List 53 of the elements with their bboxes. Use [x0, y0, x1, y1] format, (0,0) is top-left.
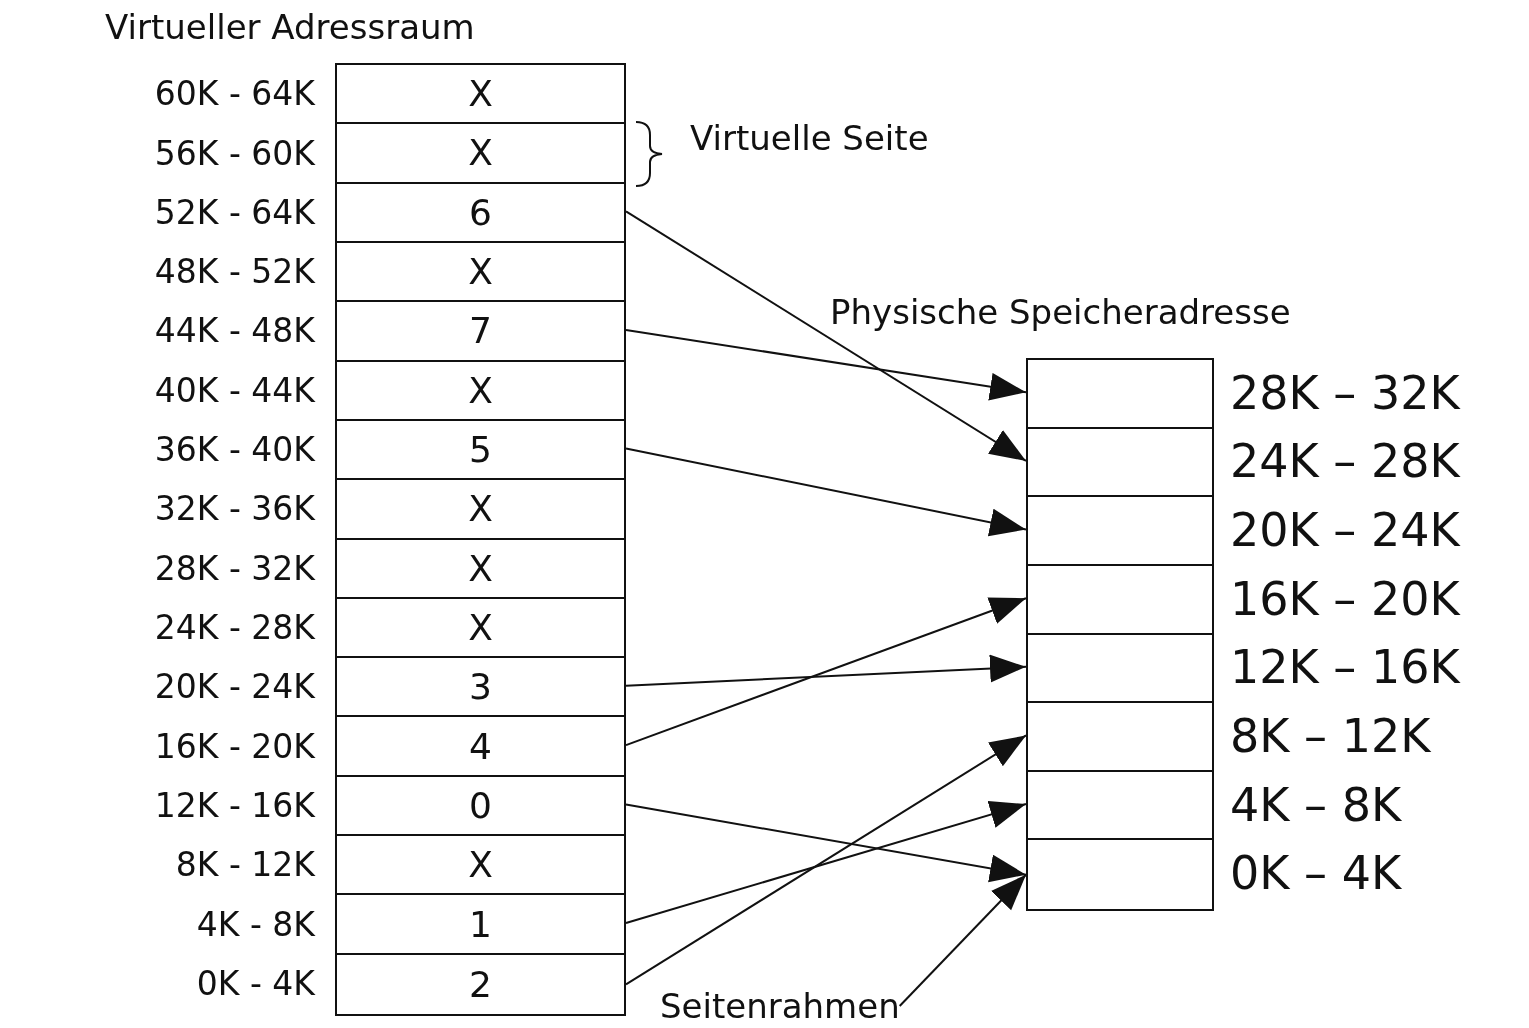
page-number: 3	[469, 666, 492, 708]
address-range: 56K - 60K	[153, 133, 315, 173]
address-range: 24K - 28K	[153, 608, 315, 647]
annotation-label: Virtuelle Seite	[690, 118, 929, 158]
arrow	[625, 210, 1027, 462]
page-number: X	[468, 251, 493, 293]
address-range: 32K - 36K	[153, 489, 315, 529]
address-range: 16K – 20K	[1230, 571, 1462, 626]
address-range: 36K - 40K	[153, 430, 315, 470]
page-number: 0	[469, 784, 492, 826]
page-number: 1	[469, 903, 492, 945]
page-number: 7	[469, 310, 492, 352]
address-range: 0K – 4K	[1230, 846, 1403, 901]
address-range: 40K - 44K	[153, 370, 315, 410]
address-range: 60K - 64K	[153, 74, 315, 114]
address-range: 4K – 8K	[1230, 777, 1403, 832]
address-range: 28K - 32K	[153, 548, 315, 588]
address-range: 8K - 12K	[174, 845, 315, 885]
callout-label: Seitenrahmen	[660, 986, 900, 1026]
address-range: 16K - 20K	[153, 726, 315, 766]
table-heading: Physische Speicheradresse	[830, 292, 1291, 332]
arrow	[898, 873, 1027, 1007]
arrow	[625, 800, 1027, 925]
address-range: 12K - 16K	[153, 785, 315, 825]
address-range: 4K - 8K	[195, 904, 315, 944]
page-number: X	[468, 369, 493, 411]
address-range: 20K - 24K	[153, 667, 315, 707]
address-range: 0K - 4K	[195, 963, 315, 1003]
arrow	[625, 734, 1027, 986]
address-range: 52K - 64K	[153, 192, 315, 232]
page-number: 6	[469, 191, 492, 233]
address-range: 20K – 24K	[1230, 503, 1462, 558]
page-number: 2	[469, 963, 492, 1005]
page-number: 4	[469, 725, 492, 767]
page-number: X	[468, 132, 493, 174]
page-number: X	[468, 547, 493, 589]
address-range: 44K - 48K	[153, 311, 315, 351]
address-range: 28K – 32K	[1230, 365, 1462, 420]
arrow	[625, 654, 1027, 687]
table-heading: Virtueller Adressraum	[105, 7, 475, 47]
address-range: 24K – 28K	[1230, 434, 1462, 489]
arrow	[625, 597, 1027, 747]
arrow	[625, 803, 1027, 883]
page-number: X	[468, 606, 493, 648]
page-number: X	[468, 488, 493, 530]
address-range: 8K – 12K	[1230, 708, 1432, 763]
page-number: X	[468, 844, 493, 886]
arrow	[625, 447, 1027, 537]
page-number: X	[468, 73, 493, 115]
arrow	[625, 328, 1027, 401]
address-range: 12K – 16K	[1230, 640, 1462, 695]
address-range: 48K - 52K	[153, 252, 315, 292]
page-number: 5	[469, 429, 492, 471]
